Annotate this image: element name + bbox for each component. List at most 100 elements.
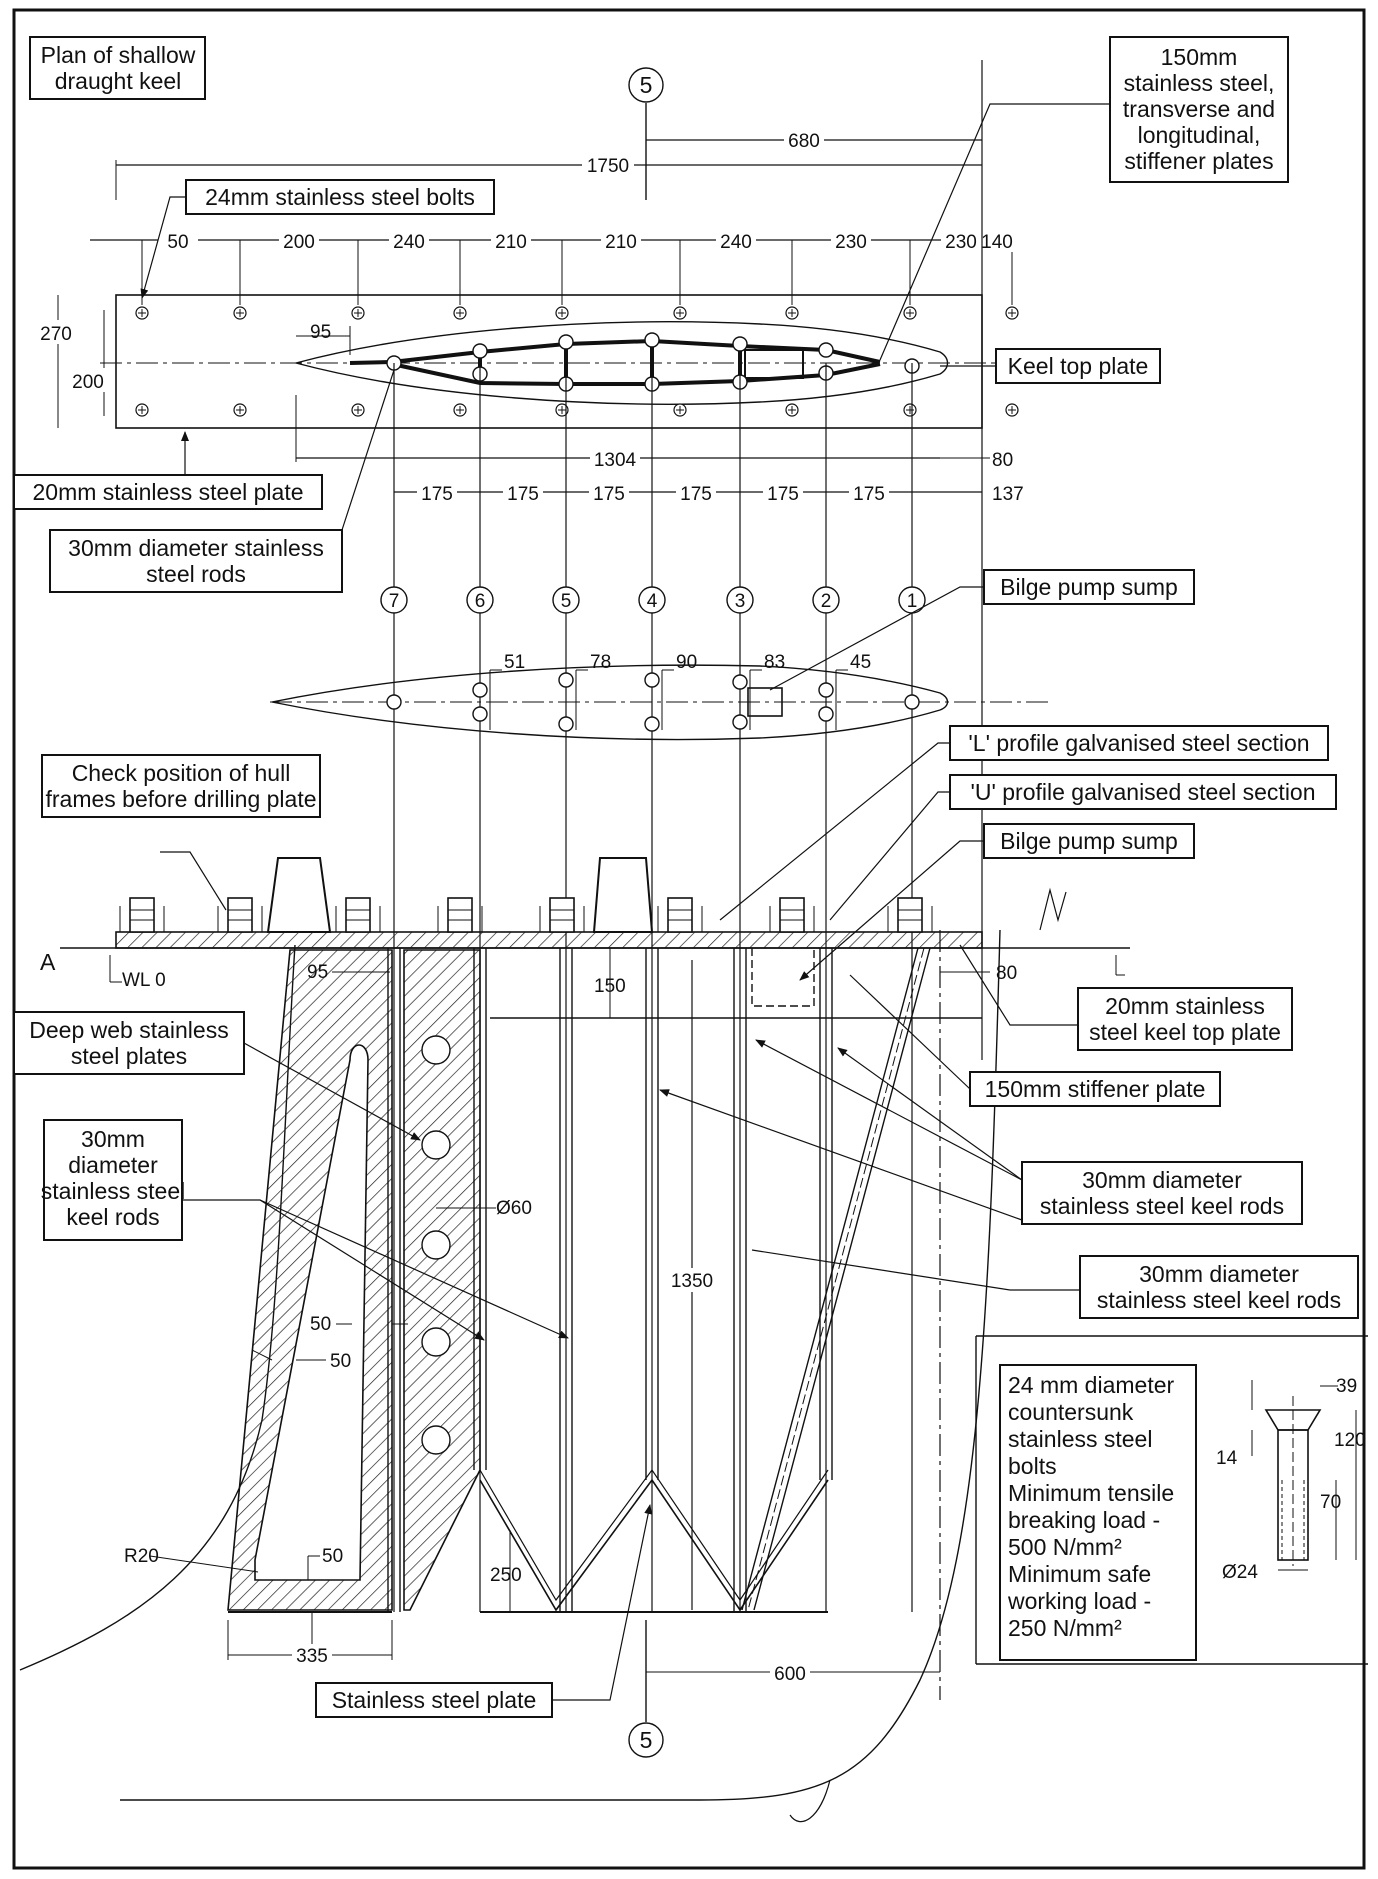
- sheet-border: [12, 8, 1366, 1870]
- dim-50-b: 50: [330, 1351, 351, 1372]
- bolt-spacing: 230: [945, 232, 977, 253]
- dim-1304: 1304: [594, 450, 637, 471]
- svg-text:24 mm diameter: 24 mm diameter: [1008, 1372, 1175, 1398]
- rod-spacing-bg: [849, 480, 889, 504]
- rod-number: 1: [907, 591, 918, 612]
- svg-text:30mm diameter: 30mm diameter: [1082, 1167, 1242, 1193]
- dim-270: 270: [40, 324, 72, 345]
- elevation-view: [19, 60, 1130, 1823]
- svg-text:stiffener plates: stiffener plates: [1124, 148, 1273, 174]
- svg-text:5: 5: [640, 72, 653, 98]
- section-rod: [386, 694, 402, 710]
- svg-text:Ø24: Ø24: [1222, 1562, 1258, 1583]
- elevation-dimensions: 95 150 80 Ø60 1350 50 50 R20 50 250 335 …: [40, 948, 1125, 1685]
- rod-spacing: 175: [853, 484, 885, 505]
- svg-text:Minimum tensile: Minimum tensile: [1008, 1480, 1174, 1506]
- offset-dim: 51: [504, 652, 525, 673]
- svg-text:stainless steel: stainless steel: [41, 1178, 185, 1204]
- svg-text:steel keel top plate: steel keel top plate: [1089, 1019, 1281, 1045]
- rod-number-circle: [380, 586, 408, 614]
- svg-text:30mm diameter stainless: 30mm diameter stainless: [68, 535, 324, 561]
- dim-50-a: 50: [310, 1314, 331, 1335]
- rod-spacing: 175: [680, 484, 712, 505]
- svg-text:working load -: working load -: [1007, 1588, 1151, 1614]
- svg-text:bolts: bolts: [1008, 1453, 1057, 1479]
- bolt-spacing-bg: [831, 228, 871, 252]
- svg-text:steel rods: steel rods: [146, 561, 246, 587]
- plan-title-l1: Plan of shallow: [41, 42, 196, 68]
- section-rod: [472, 682, 488, 698]
- bolt-nut: [549, 897, 575, 933]
- rod-number-circle: [466, 586, 494, 614]
- section-rod: [558, 716, 574, 732]
- plan-rod: [644, 332, 660, 348]
- dim-250: 250: [490, 1565, 522, 1586]
- dim-335: 335: [296, 1646, 328, 1667]
- rod-spacing-bg: [503, 480, 543, 504]
- rod-spacing-bg: [417, 480, 457, 504]
- rod-number: 5: [561, 591, 572, 612]
- svg-text:150mm stiffener plate: 150mm stiffener plate: [985, 1076, 1206, 1102]
- svg-text:diameter: diameter: [68, 1152, 158, 1178]
- dim-600: 600: [774, 1664, 806, 1685]
- section-rod: [644, 716, 660, 732]
- plan-rod: [558, 334, 574, 350]
- svg-text:30mm: 30mm: [81, 1126, 145, 1152]
- svg-text:stainless steel keel rods: stainless steel keel rods: [1040, 1193, 1284, 1219]
- offset-dim: 83: [764, 652, 785, 673]
- svg-text:5: 5: [640, 1727, 653, 1753]
- svg-text:countersunk: countersunk: [1008, 1399, 1134, 1425]
- bolt-spacing-bg: [158, 228, 198, 252]
- svg-text:stainless steel,: stainless steel,: [1124, 70, 1275, 96]
- offset-dim: 78: [590, 652, 611, 673]
- svg-text:Bilge pump sump: Bilge pump sump: [1000, 574, 1178, 600]
- svg-text:Stainless steel plate: Stainless steel plate: [332, 1687, 537, 1713]
- bolt-spacing-bg: [491, 228, 531, 252]
- dim-1750: 1750: [587, 156, 629, 177]
- bolt-nut: [779, 897, 805, 933]
- svg-text:frames before drilling plate: frames before drilling plate: [45, 786, 316, 812]
- bolt-nut: [447, 897, 473, 933]
- rod-number-circle: [726, 586, 754, 614]
- svg-text:500 N/mm²: 500 N/mm²: [1008, 1534, 1122, 1560]
- dim-80-plan: 80: [992, 450, 1013, 471]
- svg-text:Deep web stainless: Deep web stainless: [29, 1017, 228, 1043]
- svg-text:Keel top plate: Keel top plate: [1008, 353, 1149, 379]
- bolt-spacing: 140: [981, 232, 1013, 253]
- bolt-nut: [129, 897, 155, 933]
- section-rod: [644, 672, 660, 688]
- dim-80-elev: 80: [996, 963, 1017, 984]
- rod-spacing-bg: [763, 480, 803, 504]
- rod-spacing-bg: [589, 480, 629, 504]
- section-rod: [818, 706, 834, 722]
- dim-1350: 1350: [671, 1271, 713, 1292]
- web-hole: [421, 1035, 451, 1065]
- svg-text:'L' profile galvanised steel s: 'L' profile galvanised steel section: [968, 730, 1309, 756]
- svg-text:24mm stainless steel bolts: 24mm stainless steel bolts: [205, 184, 475, 210]
- rod-spacing: 175: [421, 484, 453, 505]
- wl0-label: WL 0: [122, 970, 166, 991]
- bolt-nut: [227, 897, 253, 933]
- section-rod: [732, 714, 748, 730]
- bolt-spacing: 50: [167, 232, 188, 253]
- dim-dia60: Ø60: [496, 1198, 532, 1219]
- svg-text:longitudinal,: longitudinal,: [1138, 122, 1261, 148]
- section-rod: [558, 672, 574, 688]
- section-a-label: A: [40, 949, 56, 975]
- dim-95-plan: 95: [310, 322, 331, 343]
- rod-number-circle: [812, 586, 840, 614]
- offset-dim: 45: [850, 652, 871, 673]
- foil-outline: [293, 321, 949, 405]
- rod-spacing: 175: [593, 484, 625, 505]
- svg-text:14: 14: [1216, 1448, 1238, 1469]
- svg-text:transverse and: transverse and: [1123, 96, 1275, 122]
- dim-137: 137: [992, 484, 1024, 505]
- bolt-spacing: 240: [393, 232, 425, 253]
- svg-text:20mm stainless: 20mm stainless: [1105, 993, 1265, 1019]
- rod-number: 7: [389, 591, 400, 612]
- web-hole: [421, 1327, 451, 1357]
- plan-bolt-group: [135, 240, 1019, 417]
